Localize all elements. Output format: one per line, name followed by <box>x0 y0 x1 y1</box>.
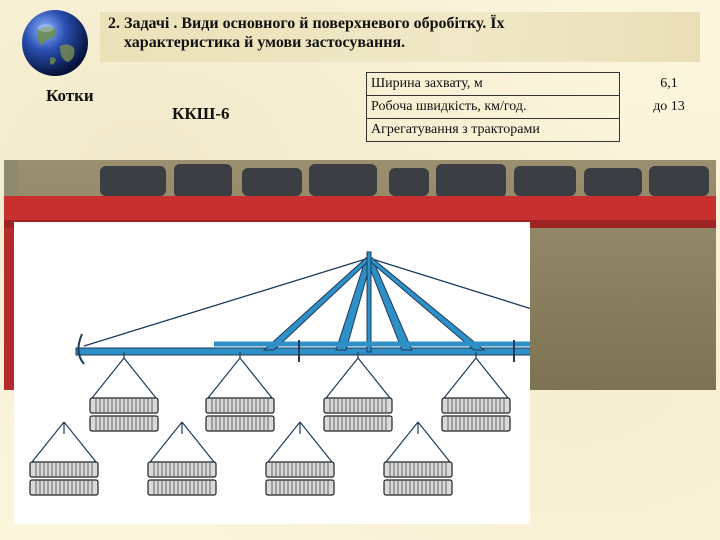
roller-section <box>441 352 511 432</box>
model-label: ККШ-6 <box>172 104 230 123</box>
roller-section <box>265 421 335 496</box>
left-hitch <box>77 333 85 365</box>
spec-label: Ширина захвату, м <box>366 72 620 96</box>
frame-wire <box>83 257 370 347</box>
spec-label: Робоча швидкість, км/год. <box>366 95 620 119</box>
spec-value <box>620 119 719 142</box>
roller-section <box>29 421 99 496</box>
roller-section <box>205 352 275 432</box>
main-beam <box>75 347 530 356</box>
spec-table: Ширина захвату, м 6,1 Робоча швидкість, … <box>366 72 719 142</box>
spec-row: Робоча швидкість, км/год. до 13 <box>366 95 719 119</box>
frame-wire <box>368 257 530 310</box>
roller-section <box>147 421 217 496</box>
title-line-2: характеристика й умови застосування. <box>124 34 406 51</box>
title-line-1: 2. Задачі . Види основного й поверхневог… <box>108 15 505 32</box>
globe-icon <box>22 10 88 76</box>
roller-section <box>89 352 159 432</box>
header-band <box>100 12 700 62</box>
roller-sections <box>29 352 511 496</box>
spec-row: Агрегатування з тракторами <box>366 118 719 142</box>
category-label: Котки <box>46 86 94 105</box>
spec-value: 6,1 <box>660 76 678 91</box>
spec-row: Ширина захвату, м 6,1 <box>366 72 719 96</box>
slide-title: 2. Задачі . Види основного й поверхневог… <box>108 14 668 52</box>
spec-label: Агрегатування з тракторами <box>366 118 620 142</box>
spec-value: до 13 <box>653 99 685 114</box>
mast <box>366 251 372 353</box>
roller-section <box>383 421 453 496</box>
roller-section <box>323 352 393 432</box>
